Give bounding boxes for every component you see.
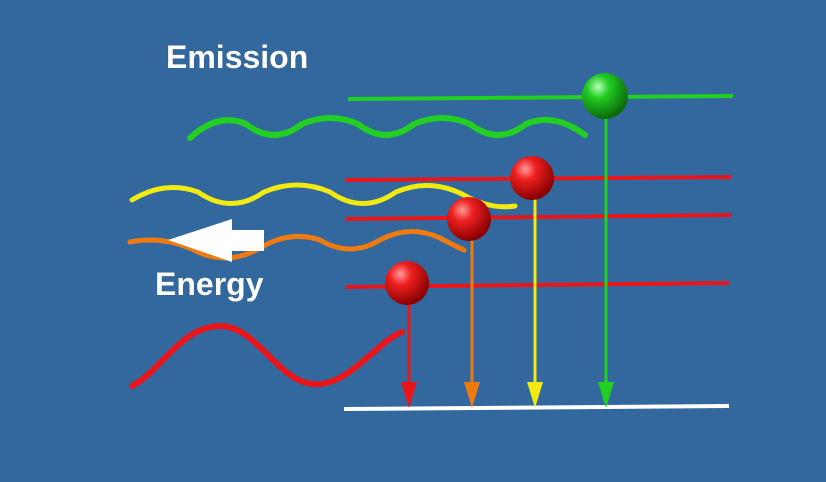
red-transition-arrowhead xyxy=(401,382,417,408)
energy-level-red-2 xyxy=(345,213,733,221)
energy-levels xyxy=(343,94,734,411)
electron-red-3 xyxy=(385,261,429,305)
green-transition-arrowhead xyxy=(598,382,614,408)
energy-arrow-icon xyxy=(168,219,264,262)
green-wave xyxy=(187,115,588,141)
ground-state-line xyxy=(343,404,730,411)
electron-red-1 xyxy=(510,156,554,200)
electron-green xyxy=(582,73,628,119)
orange-transition-arrowhead xyxy=(464,382,480,408)
electrons xyxy=(385,73,628,305)
photon-waves xyxy=(127,115,588,389)
yellow-wave xyxy=(129,182,518,210)
electron-red-2 xyxy=(447,197,491,241)
energy-level-top-green xyxy=(347,94,734,101)
energy-label: Energy xyxy=(155,266,264,302)
title-label: Emission xyxy=(166,39,309,75)
yellow-transition-arrowhead xyxy=(527,382,543,408)
red-wave xyxy=(129,322,405,389)
transition-arrows xyxy=(401,116,614,408)
orange-wave xyxy=(127,228,467,261)
